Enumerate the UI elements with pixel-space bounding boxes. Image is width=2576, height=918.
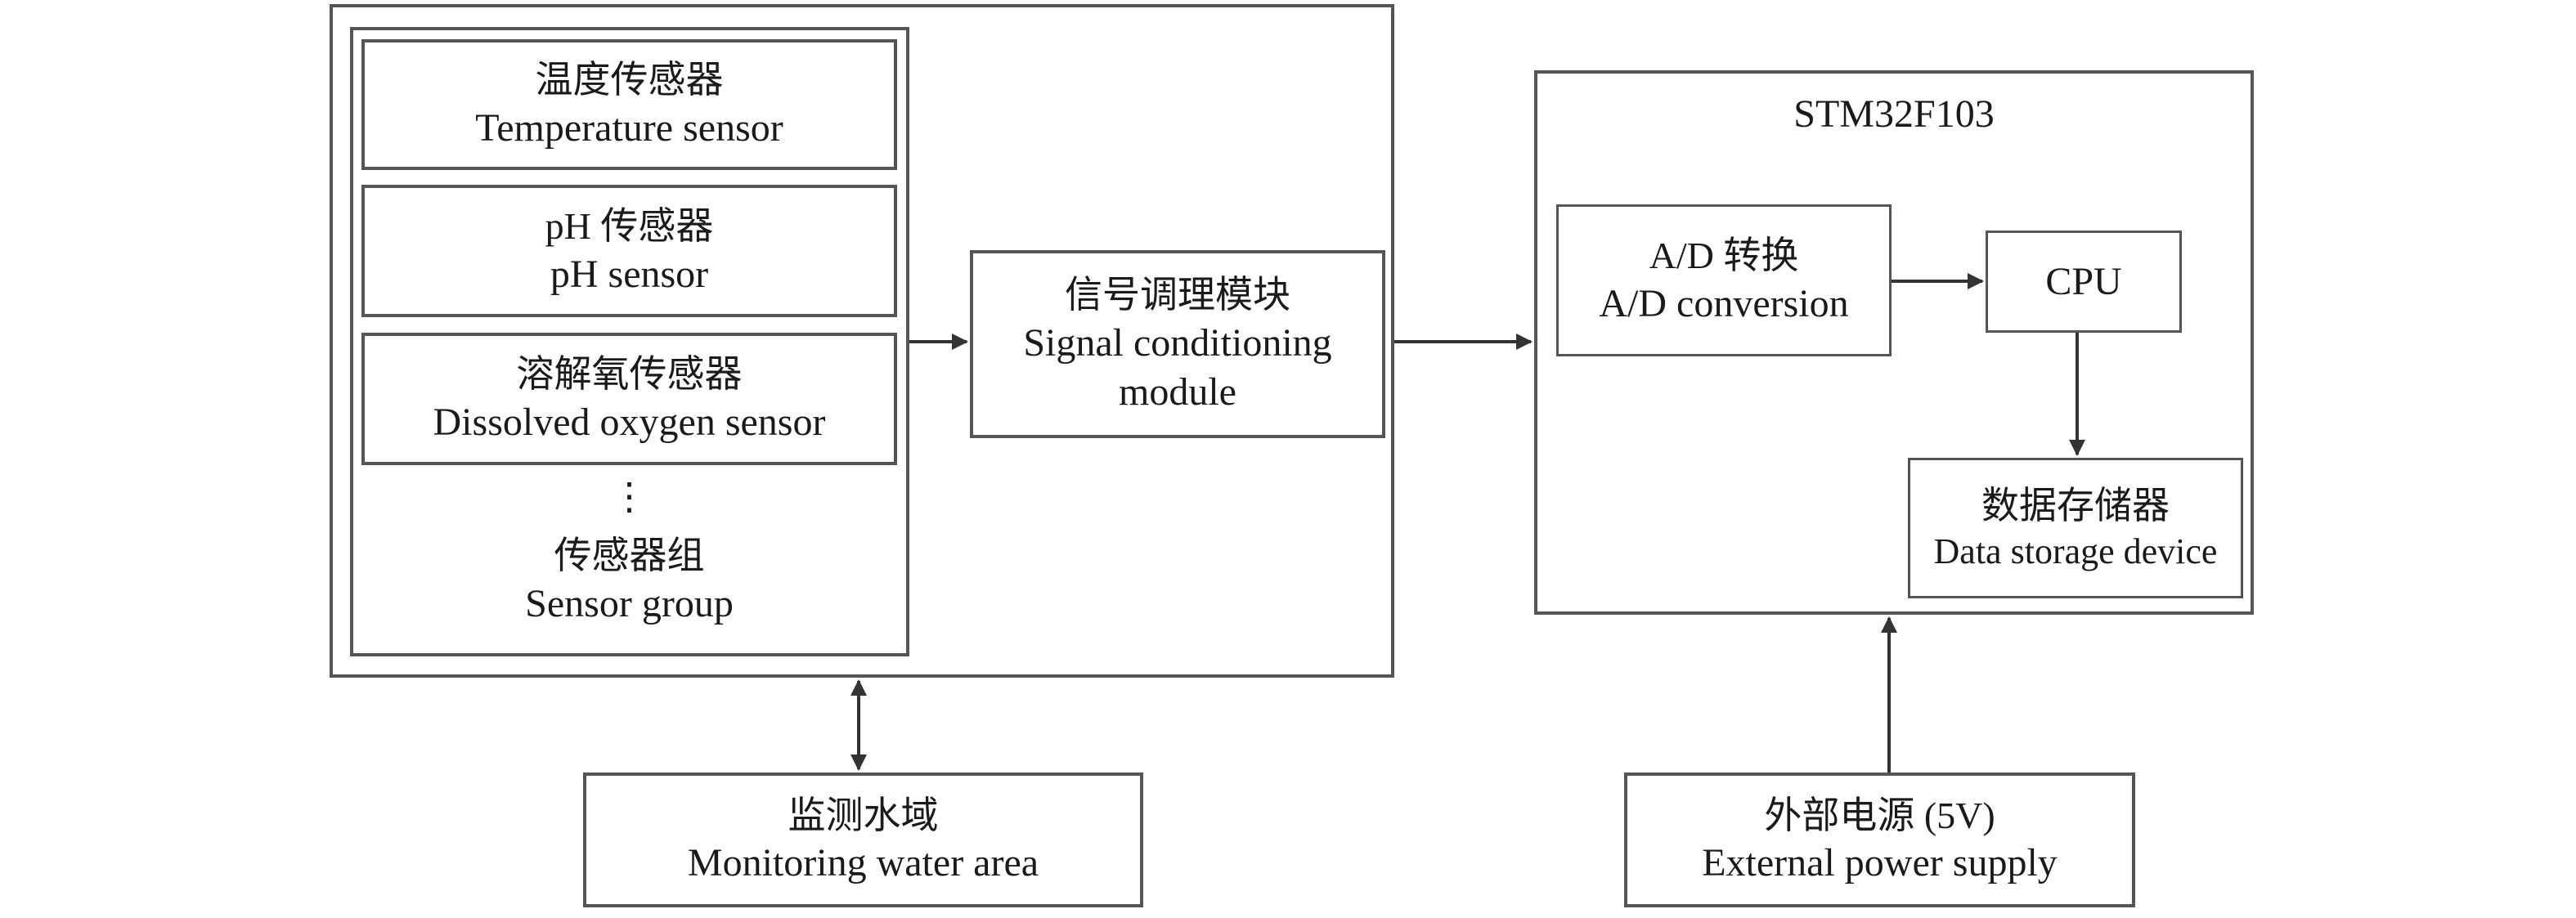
temperature-sensor-box: [361, 39, 897, 170]
temperature-sensor-zh: 温度传感器: [535, 59, 724, 101]
power-supply-en: External power supply: [1702, 841, 2058, 885]
water-area-zh: 监测水域: [788, 794, 939, 836]
signal-conditioning-zh: 信号调理模块: [1065, 274, 1290, 316]
ellipsis-glyph: ⋮: [610, 476, 648, 518]
dissolved-oxygen-sensor-box: [361, 333, 897, 465]
cpu-label: CPU: [1986, 231, 2182, 333]
sensor-group-ellipsis: ⋮: [361, 472, 897, 522]
cpu-text: CPU: [2045, 259, 2122, 303]
temperature-sensor-label: 温度传感器 Temperature sensor: [361, 39, 897, 170]
adc-zh: A/D 转换: [1649, 235, 1799, 277]
power-supply-label: 外部电源 (5V) External power supply: [1624, 772, 2135, 907]
water-area-label: 监测水域 Monitoring water area: [583, 772, 1143, 907]
water-area-en: Monitoring water area: [687, 841, 1039, 885]
dissolved-oxygen-sensor-zh: 溶解氧传感器: [516, 353, 743, 396]
sensor-group-en: Sensor group: [525, 581, 734, 625]
data-storage-en: Data storage device: [1933, 531, 2218, 572]
ph-sensor-label: pH 传感器 pH sensor: [361, 185, 897, 317]
dissolved-oxygen-sensor-en: Dissolved oxygen sensor: [433, 400, 826, 444]
ph-sensor-box: [361, 185, 897, 317]
data-storage-zh: 数据存储器: [1981, 484, 2170, 526]
mcu-title: STM32F103: [1534, 82, 2254, 147]
adc-label: A/D 转换 A/D conversion: [1556, 204, 1892, 356]
sensor-group-zh: 传感器组: [554, 535, 705, 577]
signal-conditioning-en-line1: Signal conditioning: [1023, 320, 1332, 365]
mcu-title-text: STM32F103: [1793, 92, 1995, 136]
power-supply-zh: 外部电源 (5V): [1764, 794, 1995, 836]
signal-conditioning-en-line2: module: [1119, 369, 1236, 414]
temperature-sensor-en: Temperature sensor: [475, 105, 783, 150]
sensor-group-label: 传感器组 Sensor group: [361, 519, 897, 642]
adc-en: A/D conversion: [1599, 281, 1849, 325]
signal-conditioning-box: [970, 250, 1385, 438]
cpu-box: [1986, 231, 2182, 333]
ph-sensor-zh: pH 传感器: [545, 205, 714, 248]
power-supply-box: [1624, 772, 2135, 907]
water-area-box: [583, 772, 1143, 907]
adc-box: [1556, 204, 1892, 356]
ph-sensor-en: pH sensor: [550, 252, 709, 296]
dissolved-oxygen-sensor-label: 溶解氧传感器 Dissolved oxygen sensor: [361, 333, 897, 465]
signal-conditioning-label: 信号调理模块 Signal conditioning module: [970, 250, 1385, 438]
data-storage-box: [1908, 458, 2243, 598]
data-storage-label: 数据存储器 Data storage device: [1908, 458, 2243, 598]
